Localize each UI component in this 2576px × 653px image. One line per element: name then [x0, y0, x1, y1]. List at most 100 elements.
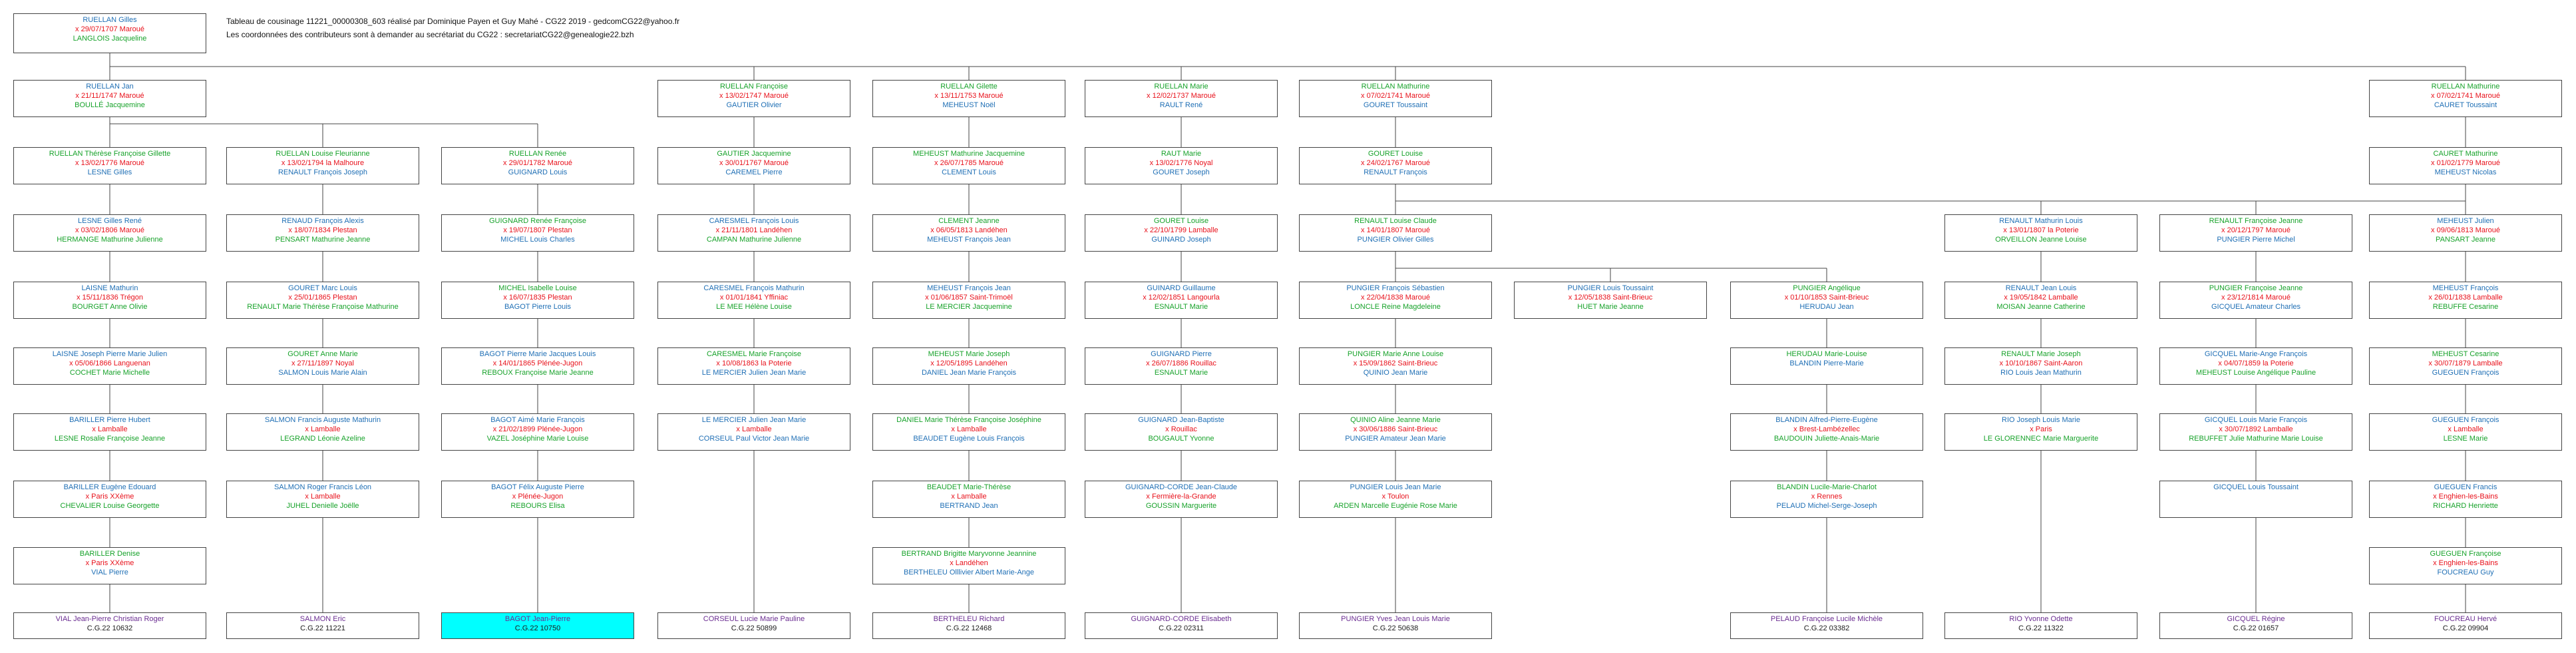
person-name: PUNGIER Louis Toussaint	[1567, 284, 1654, 292]
spouse-name: ESNAULT Marie	[1154, 303, 1208, 311]
person-name: BLANDIN Alfred-Pierre-Eugène	[1775, 416, 1878, 424]
person-name: MICHEL Isabelle Louise	[498, 284, 577, 292]
person-name: RUELLAN Marie	[1154, 83, 1208, 91]
person-name: BAGOT Pierre Marie Jacques Louis	[479, 350, 596, 358]
person-name: HERUDAU Marie-Louise	[1786, 350, 1867, 358]
person-name: GOURET Marc Louis	[288, 284, 357, 292]
spouse-name: BOULLÉ Jacquemine	[75, 101, 145, 109]
person-name: CARESMEL Marie Françoise	[706, 350, 802, 358]
person-name: RENAULT Louise Claude	[1354, 217, 1437, 225]
marriage-info: x 12/02/1851 Langourla	[1143, 294, 1220, 302]
marriage-info: x Fermière-la-Grande	[1146, 493, 1216, 501]
spouse-name: CLEMENT Louis	[942, 168, 996, 176]
spouse-name: CORSEUL Paul Victor Jean Marie	[698, 435, 810, 443]
person-name: CLEMENT Jeanne	[938, 217, 1000, 225]
spouse-name: ORVEILLON Jeanne Louise	[1995, 236, 2087, 244]
marriage-info: x Enghien-les-Bains	[2433, 493, 2498, 501]
spouse-name: MOISAN Jeanne Catherine	[1996, 303, 2086, 311]
spouse-name: LE MEE Hélène Louise	[716, 303, 792, 311]
spouse-name: LONCLE Reine Magdeleine	[1350, 303, 1441, 311]
spouse-name: REBOURS Elisa	[510, 502, 565, 510]
spouse-name: BERTRAND Jean	[940, 502, 998, 510]
spouse-name: LEGRAND Léonie Azeline	[280, 435, 365, 443]
spouse-name: LESNE Marie	[2443, 435, 2488, 443]
marriage-info: C.G.22 01657	[2233, 624, 2279, 632]
person-name: GUEGUEN François	[2432, 416, 2499, 424]
person-couple-box: MICHEL Isabelle Louise x 16/07/1835 Plest…	[441, 282, 634, 319]
marriage-info: x 12/02/1737 Maroué	[1147, 92, 1216, 100]
marriage-info: C.G.22 03382	[1803, 624, 1850, 632]
spouse-name: BEAUDET Eugène Louis François	[913, 435, 1025, 443]
marriage-info: x Lamballe	[305, 425, 341, 433]
marriage-info: x 30/06/1886 Saint-Brieuc	[1353, 425, 1438, 433]
spouse-name: LE MERCIER Jacquemine	[926, 303, 1012, 311]
marriage-info: x 21/11/1801 Landéhen	[715, 226, 793, 234]
marriage-info: x 21/11/1747 Maroué	[75, 92, 144, 100]
person-name: GOURET Anne Marie	[287, 350, 358, 358]
spouse-name: REBOUX Françoise Marie Jeanne	[482, 369, 594, 377]
spouse-name: HUET Marie Jeanne	[1577, 303, 1644, 311]
person-name: PUNGIER Angélique	[1793, 284, 1861, 292]
marriage-info: x 25/01/1865 Plestan	[288, 294, 357, 302]
spouse-name: GOURET Toussaint	[1363, 101, 1428, 109]
spouse-name: PELAUD Michel-Serge-Joseph	[1776, 502, 1877, 510]
marriage-info: C.G.22 10750	[514, 624, 561, 632]
person-name: GAUTIER Jacquemine	[717, 150, 791, 158]
person-name: VIAL Jean-Pierre Christian Roger	[55, 615, 164, 623]
spouse-name: BOURGET Anne Olivie	[72, 303, 148, 311]
spouse-name: GUINARD Joseph	[1151, 236, 1211, 244]
person-couple-box: DANIEL Marie Thérèse Françoise Joséphine…	[872, 413, 1065, 451]
marriage-info: x 16/07/1835 Plestan	[503, 294, 572, 302]
marriage-info: x 18/07/1834 Plestan	[288, 226, 357, 234]
spouse-name: COCHET Marie Michelle	[69, 369, 150, 377]
person-name: MEHEUST Julien	[2437, 217, 2494, 225]
person-name: RENAULT Mathurin Louis	[1999, 217, 2083, 225]
person-name: LAISNE Mathurin	[81, 284, 138, 292]
marriage-info: x 06/05/1813 Landéhen	[930, 226, 1008, 234]
person-name: GUEGUEN Francis	[2434, 483, 2497, 491]
marriage-info: x 01/06/1857 Saint-Trimoël	[925, 294, 1013, 302]
spouse-name: RAULT René	[1159, 101, 1203, 109]
marriage-info: x Lamballe	[736, 425, 772, 433]
spouse-name: BAGOT Pierre Louis	[504, 303, 572, 311]
person-name: PUNGIER François Sébastien	[1346, 284, 1445, 292]
person-name: PELAUD Françoise Lucile Michèle	[1770, 615, 1883, 623]
spouse-name: MEHEUST Noël	[942, 101, 996, 109]
spouse-name: QUINIO Jean Marie	[1363, 369, 1428, 377]
marriage-info: x 01/10/1853 Saint-Brieuc	[1784, 294, 1869, 302]
person-name: RUELLAN Jan	[86, 83, 134, 91]
marriage-info: x Paris	[2030, 425, 2052, 433]
marriage-info: x Lamballe	[2448, 425, 2484, 433]
person-name: GOURET Louise	[1153, 217, 1209, 225]
person-name: GICQUEL Marie-Ange François	[2204, 350, 2308, 358]
person-name: GUIGNARD-CORDE Elisabeth	[1131, 615, 1232, 623]
person-name: GICQUEL Régine	[2227, 615, 2285, 623]
marriage-info: C.G.22 09904	[2442, 624, 2489, 632]
person-name: GUIGNARD-CORDE Jean-Claude	[1125, 483, 1238, 491]
